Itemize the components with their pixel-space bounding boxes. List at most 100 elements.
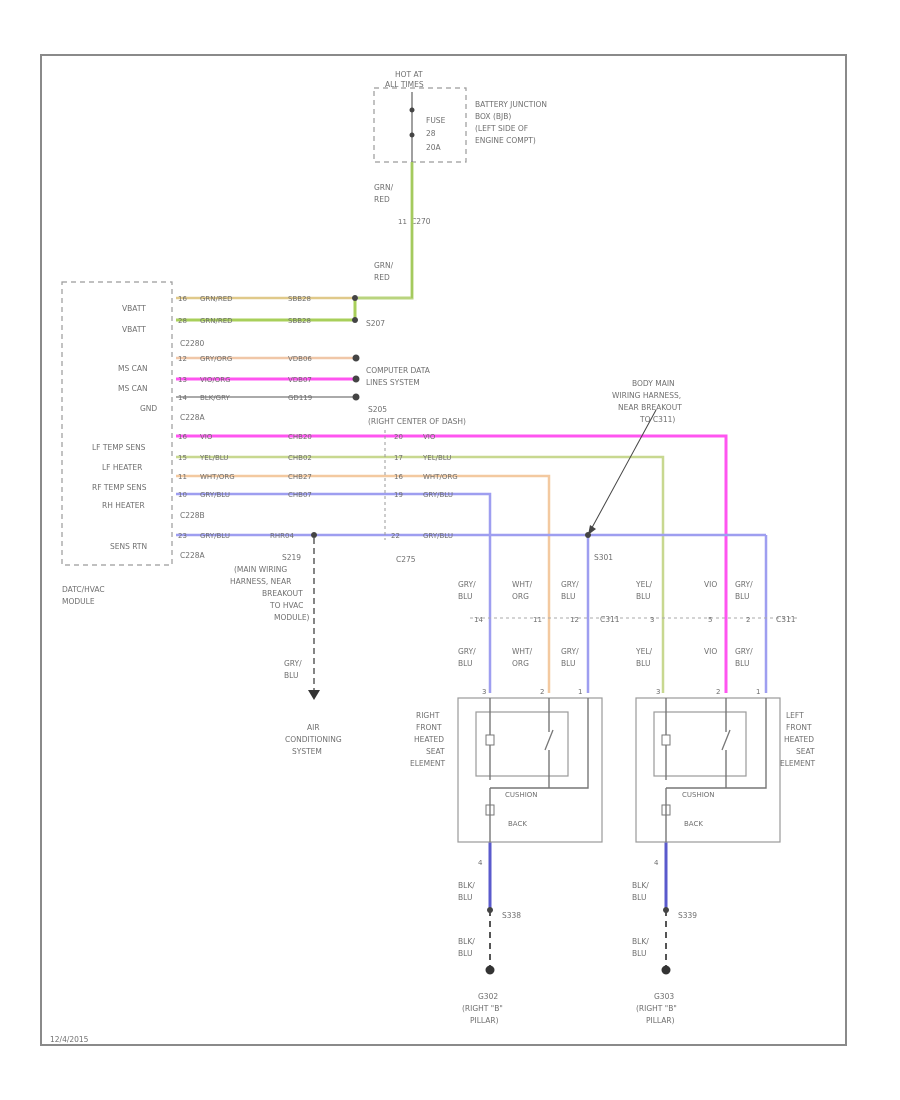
s219-text-4: TO HVAC [269, 601, 303, 610]
g303-location-1: (RIGHT "B" [636, 1004, 677, 1013]
sensrtn-color: GRY/BLU [200, 532, 230, 540]
g303-label: G303 [654, 992, 674, 1001]
left-seat-outer-box [635, 697, 781, 843]
mscan1-color: GRY/ORG [200, 355, 232, 363]
hot-at-label: HOT AT [395, 70, 423, 79]
mscan2-color: VIO/ORG [200, 376, 231, 384]
bjb-location-1: BATTERY JUNCTION [475, 100, 547, 109]
body-main-2: WIRING HARNESS, [612, 391, 681, 400]
gnd-color: BLK/GRY [200, 394, 230, 402]
pin-number-5: 14 [178, 394, 187, 402]
right-seat-name-2: FRONT [416, 723, 442, 732]
battery-junction-box [373, 87, 467, 163]
c275-pin-2: 17 [394, 454, 403, 462]
connector-c228a-2: C228A [180, 551, 206, 560]
module-name-1: DATC/HVAC [62, 585, 105, 594]
vbatt1-circuit: SBB28 [288, 295, 311, 303]
lftemp-color: VIO [200, 433, 213, 441]
right-seat-pin-2: 2 [540, 688, 544, 696]
connector-c228b: C228B [180, 511, 205, 520]
c311-lower-l1a: YEL/ [635, 647, 652, 656]
pin-number-10: 23 [178, 532, 187, 540]
pin-label-vbatt-1: VBATT [122, 304, 146, 313]
pin-number-7: 15 [178, 454, 187, 462]
pin-number-6: 16 [178, 433, 187, 441]
diagram-frame [40, 54, 847, 1046]
g302-location-1: (RIGHT "B" [462, 1004, 503, 1013]
left-seat-name-2: FRONT [786, 723, 812, 732]
right-seat-outer-box [457, 697, 603, 843]
fuse-rating: 20A [426, 143, 442, 152]
c311-pin-l1: 3 [650, 616, 654, 624]
left-gnd-lower-color-2: BLU [632, 949, 646, 958]
c311-pin-l2: 5 [708, 616, 712, 624]
s301-splice: BODY MAIN WIRING HARNESS, NEAR BREAKOUT … [585, 379, 682, 562]
gnd-circuit: GD119 [288, 394, 312, 402]
c311-color-l1b: BLU [636, 592, 650, 601]
connector-c2280: C2280 [180, 339, 205, 348]
s219-text-5: MODULE) [274, 613, 310, 622]
s339-label: S339 [678, 911, 697, 920]
power-supply: HOT AT ALL TIMES FUSE 28 20A BATTERY JUN… [366, 70, 547, 328]
ac-wire-color-2: BLU [284, 671, 298, 680]
pin-label-mscan-1: MS CAN [118, 364, 148, 373]
pin-label-gnd: GND [140, 404, 157, 413]
right-seat-name-1: RIGHT [416, 711, 440, 720]
wire-yel-blu-lf-heater [176, 455, 665, 693]
c275-pin-1: 20 [394, 433, 403, 441]
s219-text-3: BREAKOUT [262, 589, 303, 598]
c311-lower-r2a: WHT/ [512, 647, 533, 656]
ac-system-2: CONDITIONING [285, 735, 342, 744]
rftemp-color: WHT/ORG [200, 473, 235, 481]
left-seat-pin-1: 1 [756, 688, 760, 696]
right-gnd-color-2: BLU [458, 893, 472, 902]
s205-location: (RIGHT CENTER OF DASH) [368, 417, 466, 426]
rftemp-circuit: CHB27 [288, 473, 312, 481]
ac-system-1: AIR [307, 723, 320, 732]
g302-label: G302 [478, 992, 498, 1001]
wires [176, 162, 768, 968]
computer-data-label-1: COMPUTER DATA [366, 366, 431, 375]
c311-lower-l2: VIO [704, 647, 717, 656]
c270-pin: 11 [398, 218, 407, 226]
pin-label-sens-rtn: SENS RTN [110, 542, 147, 551]
right-seat-inner-box [475, 711, 569, 777]
c275-color-4: GRY/BLU [423, 491, 453, 499]
connector-c275: 20 VIO 17 YEL/BLU 16 WHT/ORG 19 GRY/BLU … [384, 430, 458, 564]
pin-number-4: 13 [178, 376, 187, 384]
left-gnd-color-2: BLU [632, 893, 646, 902]
pin-label-rh-heater: RH HEATER [102, 501, 145, 510]
lfheater-circuit: CHB02 [288, 454, 312, 462]
wire-gry-blu-rh-heater [176, 492, 492, 693]
c311-color-r2b: ORG [512, 592, 529, 601]
bjb-location-2: BOX (BJB) [475, 112, 511, 121]
computer-data-label-2: LINES SYSTEM [366, 378, 420, 387]
c275-return-color: GRY/BLU [423, 532, 453, 540]
c275-color-1: VIO [423, 433, 436, 441]
vbatt2-color: GRN/RED [200, 317, 233, 325]
bjb-location-4: ENGINE COMPT) [475, 136, 536, 145]
wire-vio-lf-temp [176, 434, 728, 693]
c311-color-l2: VIO [704, 580, 717, 589]
left-gnd-lower-color-1: BLK/ [632, 937, 649, 946]
c311-color-l3a: GRY/ [735, 580, 753, 589]
rhheater-color: GRY/BLU [200, 491, 230, 499]
c311-lower-r2b: ORG [512, 659, 529, 668]
pin-label-rf-temp: RF TEMP SENS [92, 483, 147, 492]
c311-lower-l1b: BLU [636, 659, 650, 668]
g302-location-2: PILLAR) [470, 1016, 499, 1025]
c311-color-l1a: YEL/ [635, 580, 652, 589]
lfheater-color: YEL/BLU [199, 454, 228, 462]
right-seat-gnd-pin: 4 [478, 859, 483, 867]
c275-pin-4: 19 [394, 491, 403, 499]
rhheater-circuit: CHB07 [288, 491, 312, 499]
right-seat-pin-3: 3 [482, 688, 486, 696]
s219-splice: S219 (MAIN WIRING HARNESS, NEAR BREAKOUT… [230, 532, 342, 756]
pin-number-1: 16 [178, 295, 187, 303]
left-seat-name-4: SEAT [796, 747, 815, 756]
right-gnd-lower-color-2: BLU [458, 949, 472, 958]
pin-label-lf-temp: LF TEMP SENS [92, 443, 146, 452]
c311-color-r3b: BLU [561, 592, 575, 601]
ac-system-3: SYSTEM [292, 747, 322, 756]
right-seat-name-4: SEAT [426, 747, 445, 756]
